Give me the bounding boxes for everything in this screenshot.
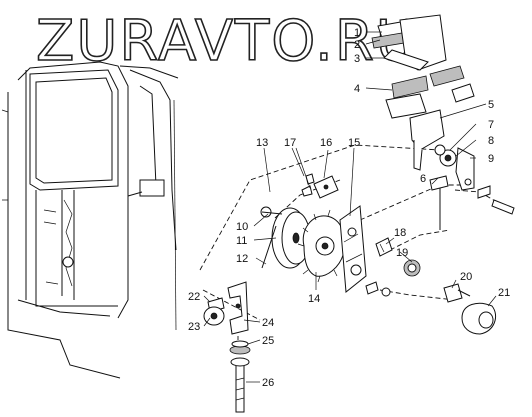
callout-10: 10 xyxy=(236,221,248,233)
drum-and-sprocket xyxy=(260,206,352,283)
callout-24: 24 xyxy=(262,317,274,329)
callout-11: 11 xyxy=(236,235,247,247)
callout-17: 17 xyxy=(284,137,296,149)
callout-3: 3 xyxy=(354,53,360,65)
callout-20: 20 xyxy=(460,271,472,283)
watermark-text: ZURAVTO.RU xyxy=(36,9,419,74)
callout-4: 4 xyxy=(354,83,360,95)
mounting-plate xyxy=(339,205,391,297)
cab-door-illustration xyxy=(1,61,179,379)
callout-6: 6 xyxy=(420,173,426,185)
callout-15: 15 xyxy=(348,137,360,149)
lower-fasteners xyxy=(203,281,251,413)
small-bracket-and-screws xyxy=(301,173,339,199)
callout-19: 19 xyxy=(396,247,408,259)
callout-2: 2 xyxy=(354,39,360,51)
callout-5: 5 xyxy=(488,99,494,111)
callout-26: 26 xyxy=(262,377,274,389)
callout-8: 8 xyxy=(488,135,494,147)
callout-13: 13 xyxy=(256,137,268,149)
channel-seal-parts xyxy=(371,14,475,171)
callout-12: 12 xyxy=(236,253,248,265)
cable-12 xyxy=(261,225,277,269)
callout-14: 14 xyxy=(308,293,320,305)
callout-numbers: 1 2 3 4 5 6 7 8 9 10 11 12 13 14 15 16 1… xyxy=(188,27,510,389)
callout-18: 18 xyxy=(394,227,406,239)
callout-leaders xyxy=(203,31,497,383)
callout-21: 21 xyxy=(498,287,510,299)
callout-22: 22 xyxy=(188,291,200,303)
bolt-and-disc xyxy=(443,283,496,335)
callout-9: 9 xyxy=(488,153,494,165)
callout-23: 23 xyxy=(188,321,200,333)
callout-25: 25 xyxy=(262,335,274,347)
callout-7: 7 xyxy=(488,119,494,131)
pulley-bracket-parts xyxy=(429,144,515,215)
callout-1: 1 xyxy=(354,27,360,39)
clip-and-spring xyxy=(375,237,421,277)
callout-16: 16 xyxy=(320,137,332,149)
